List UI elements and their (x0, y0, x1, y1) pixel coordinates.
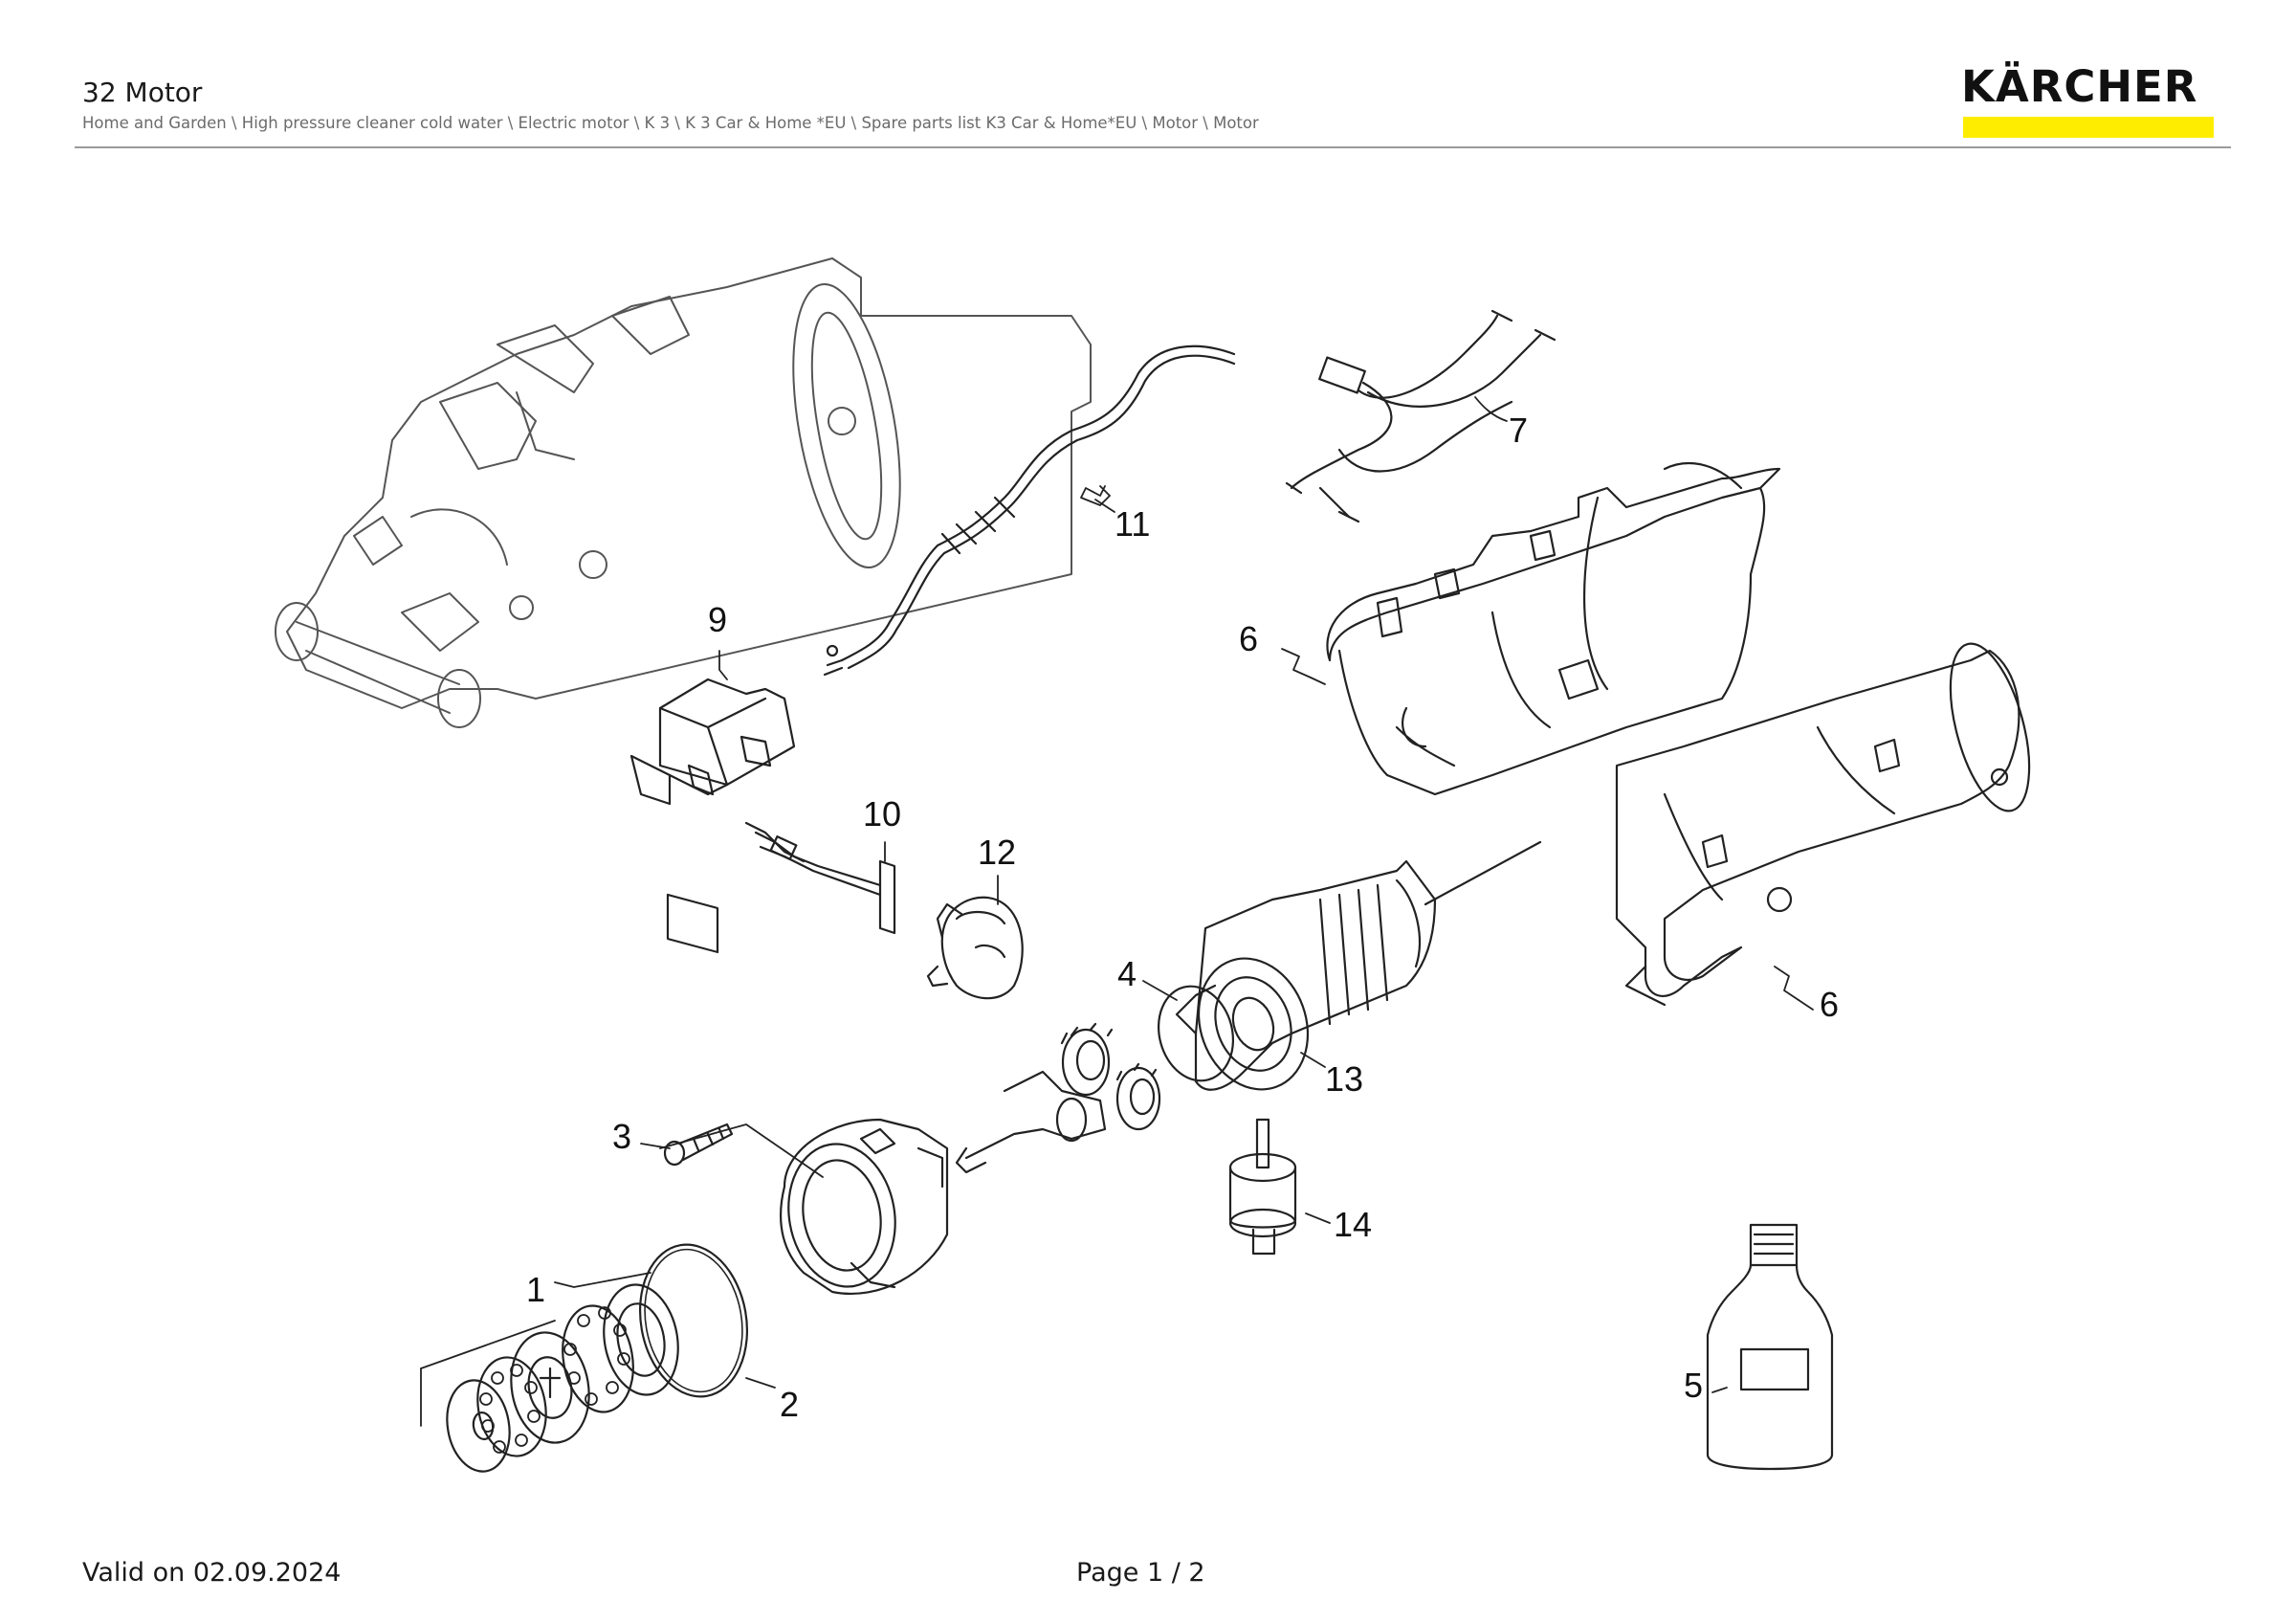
part-12-knob (926, 896, 1024, 1000)
part-5-oil-bottle (1706, 1223, 1834, 1471)
callout-4: 4 (1117, 954, 1137, 993)
part-10-lever (744, 821, 896, 935)
leader-lines (420, 396, 1814, 1427)
logo-wordmark: KÄRCHER (1961, 61, 2198, 112)
part-6-housing-lower (1615, 642, 2031, 1007)
brand-logo: KÄRCHER (1961, 63, 2216, 140)
callout-7: 7 (1509, 411, 1528, 450)
callout-labels: 1 2 3 4 5 6 6 7 9 10 11 12 13 14 (526, 411, 1839, 1424)
callout-11: 11 (1115, 504, 1150, 544)
page-title: 32 Motor (82, 77, 203, 108)
part-14-pump-piston (1228, 1118, 1297, 1256)
part-11-power-cable (823, 345, 1236, 677)
callout-6-upper: 6 (1239, 619, 1258, 658)
part-6-housing-upper (1326, 461, 1781, 796)
part-9-switch-assembly (629, 678, 796, 954)
logo-yellow-bar (1963, 117, 2214, 138)
callout-6-lower: 6 (1820, 985, 1839, 1024)
breadcrumb: Home and Garden \ High pressure cleaner … (82, 114, 1259, 132)
callout-2: 2 (780, 1385, 799, 1424)
gear-pair (1060, 1022, 1161, 1131)
callout-1: 1 (526, 1270, 545, 1309)
callout-3: 3 (612, 1117, 631, 1156)
part-2-o-ring-inner (644, 1248, 743, 1393)
callout-12: 12 (978, 833, 1016, 872)
footer-page-number: Page 1 / 2 (1076, 1558, 1205, 1588)
callout-5: 5 (1684, 1366, 1703, 1405)
callout-9: 9 (708, 600, 727, 639)
callout-13: 13 (1325, 1059, 1363, 1099)
header-divider (75, 146, 2231, 148)
part-2-o-ring (638, 1243, 749, 1398)
planet-carrier (955, 1070, 1107, 1174)
part-13-motor (1175, 840, 1542, 1091)
part-1-bearing-kit (446, 1283, 679, 1473)
callout-10: 10 (863, 794, 901, 834)
footer-valid-date: Valid on 02.09.2024 (82, 1558, 342, 1588)
part-4-o-ring (1157, 985, 1235, 1082)
housing-assembly-context (275, 257, 1092, 728)
callout-14: 14 (1334, 1205, 1372, 1244)
planetary-housing (779, 1118, 949, 1295)
